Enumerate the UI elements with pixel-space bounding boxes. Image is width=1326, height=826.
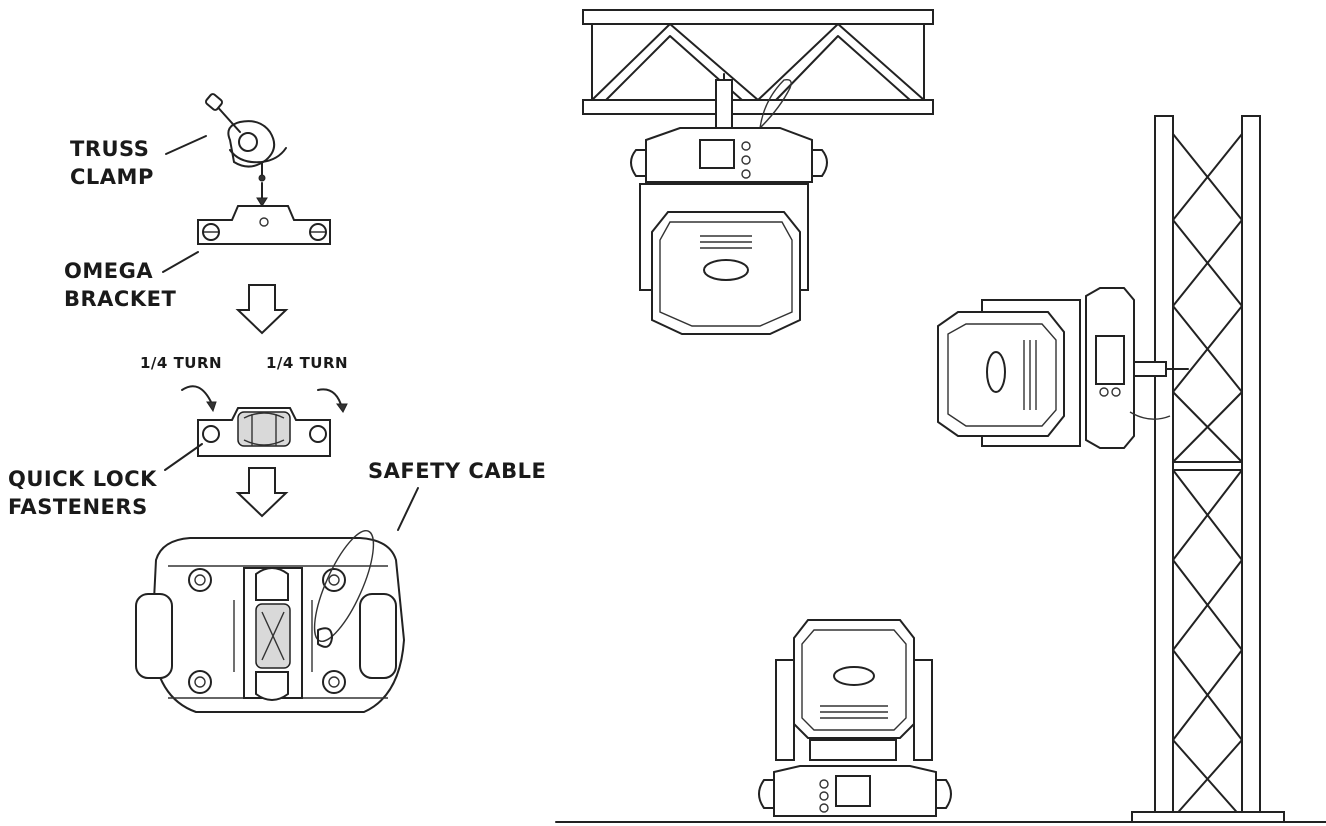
down-arrow-icon	[235, 467, 289, 518]
truss-clamp-icon	[205, 93, 287, 182]
quick-lock-fasteners-label: QUICK LOCK FASTENERS	[8, 467, 157, 519]
truss-clamp-label: TRUSS CLAMP	[70, 137, 154, 189]
quarter-turn-right-label: 1/4 TURN	[266, 354, 349, 372]
omega-bracket-label: OMEGA BRACKET	[64, 259, 177, 311]
fixture-base-top-view	[135, 530, 406, 713]
quarter-turn-left-label: 1/4 TURN	[140, 354, 223, 372]
fixture-side-mounted	[937, 287, 1189, 449]
down-arrow-icon	[235, 284, 289, 335]
omega-bracket-icon	[197, 205, 331, 245]
vertical-truss	[1131, 115, 1285, 823]
horizontal-truss	[582, 9, 934, 115]
fixture-hanging	[630, 73, 828, 335]
quick-lock-fasteners-icon	[197, 407, 331, 457]
fixture-floor-standing	[758, 619, 952, 817]
safety-cable-label: SAFETY CABLE	[368, 459, 547, 483]
